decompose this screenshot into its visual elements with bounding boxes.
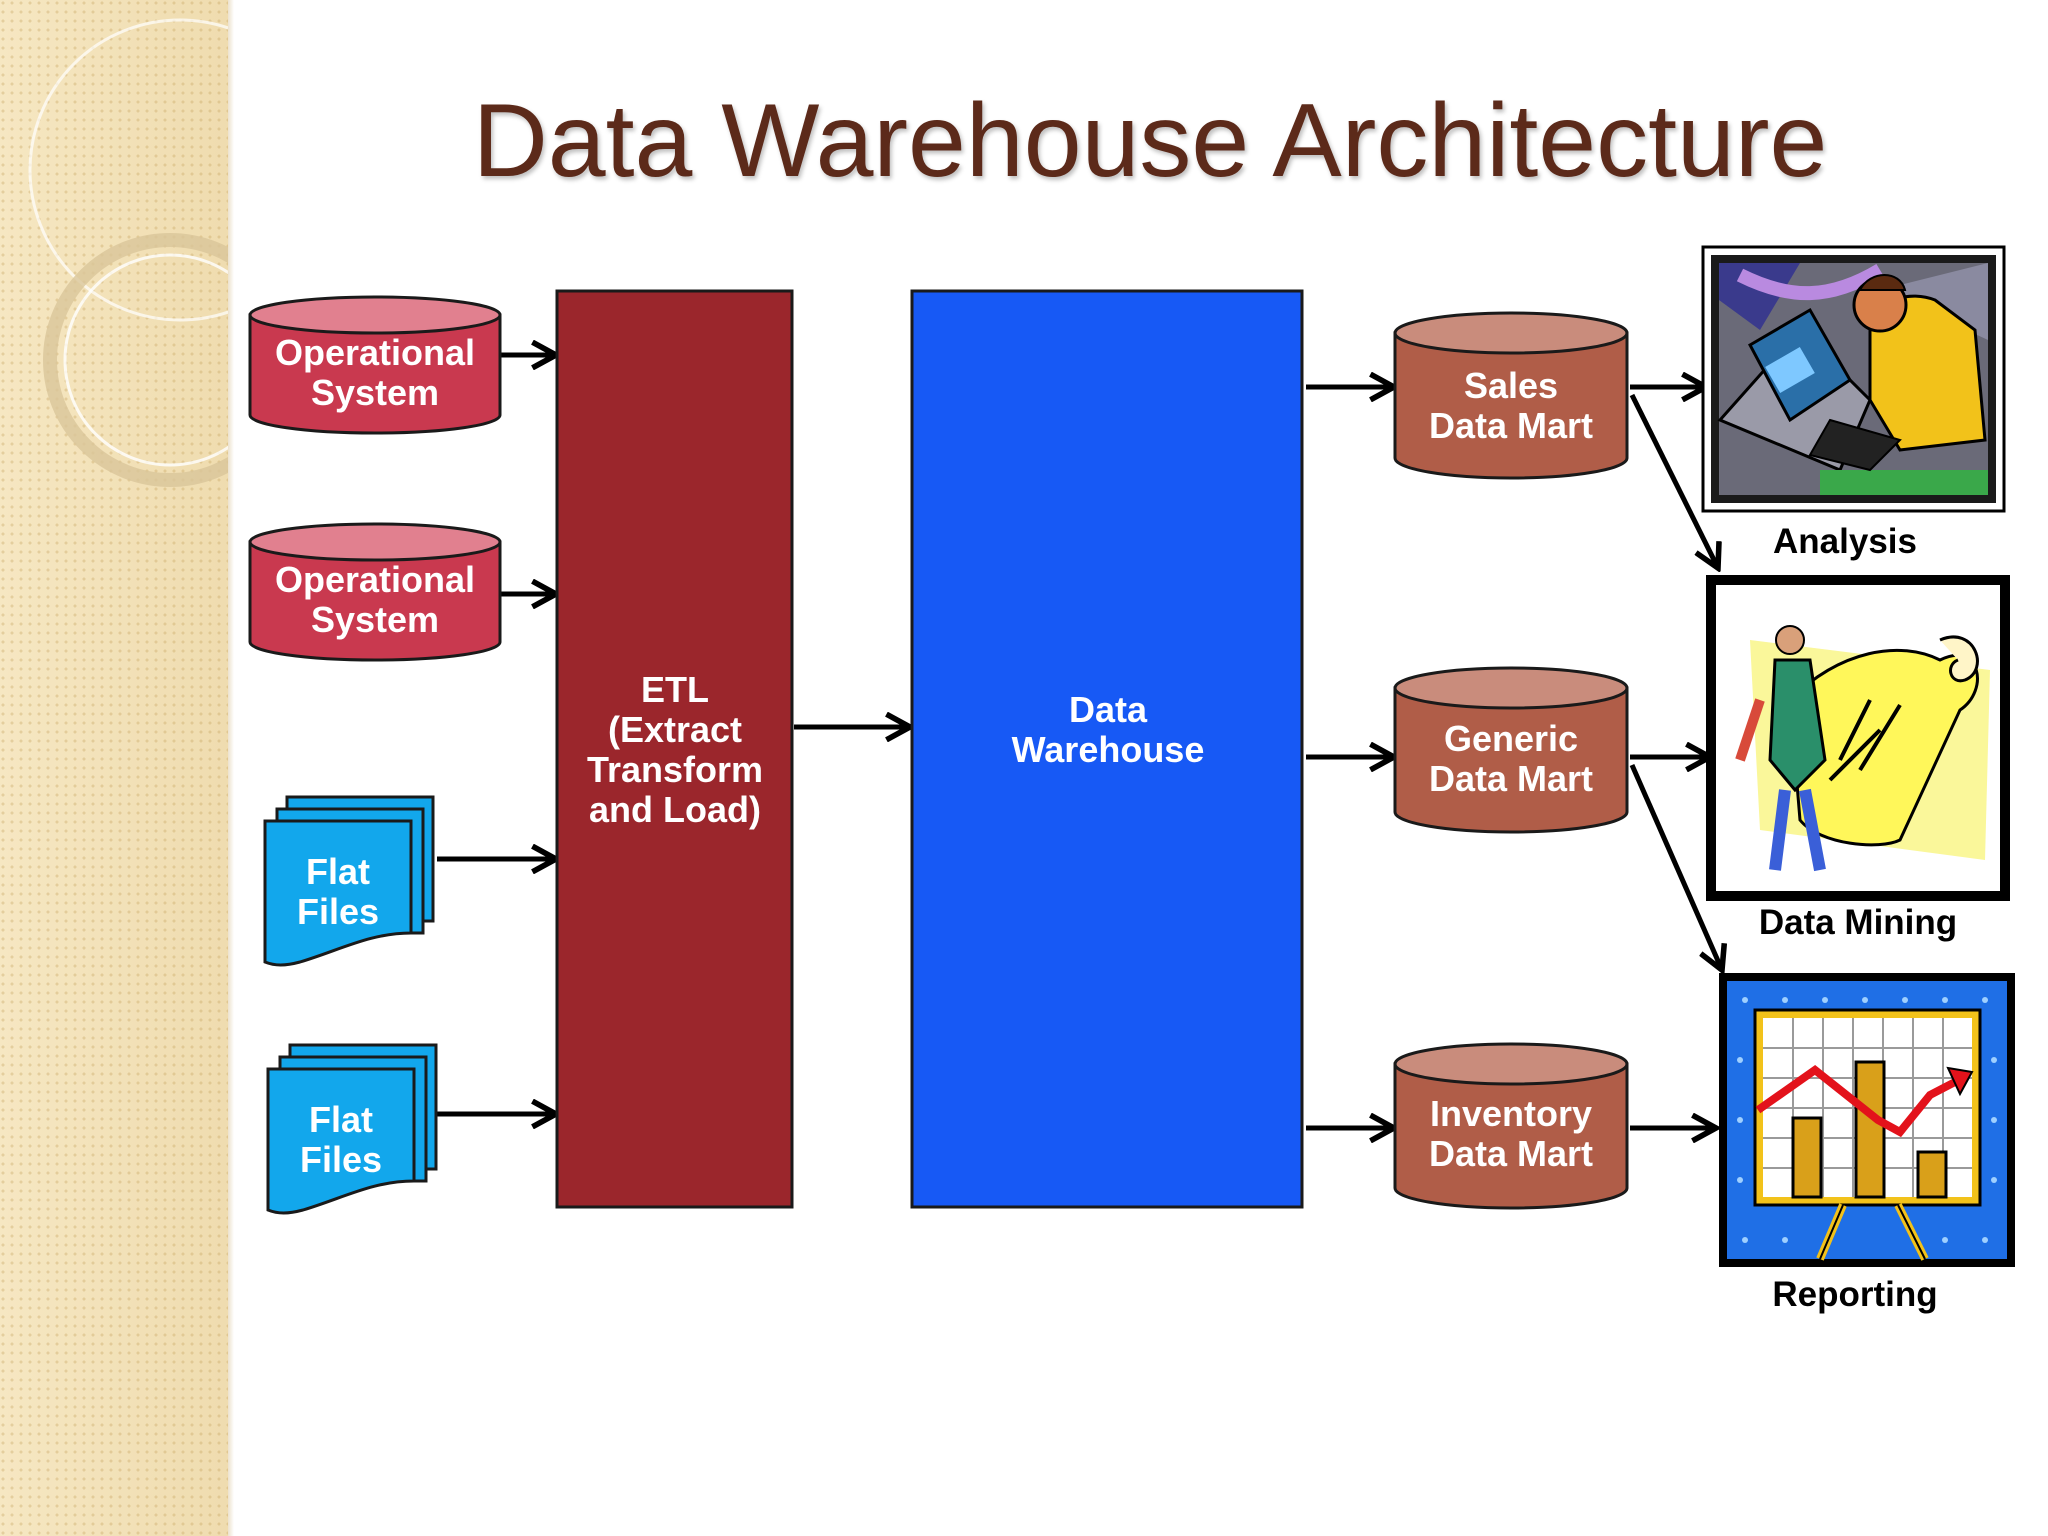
decorative-sidebar	[0, 0, 228, 1536]
operational-system-2-line1: Operational	[275, 559, 475, 600]
sales-data-mart-line1: Sales	[1464, 365, 1558, 406]
connectors	[437, 355, 1722, 1128]
flat-files-1-line2: Files	[297, 891, 379, 932]
page-title: Data Warehouse Architecture	[472, 83, 1828, 199]
etl-line4: and Load)	[589, 789, 761, 830]
generic-data-mart-line1: Generic	[1444, 718, 1578, 759]
inventory-data-mart-line1: Inventory	[1430, 1093, 1592, 1134]
operational-system-1: Operational System	[248, 295, 502, 435]
data-mining-illustration	[1706, 575, 2010, 901]
reporting-illustration	[1719, 973, 2015, 1267]
arrow-sales-mining	[1629, 393, 1718, 568]
generic-data-mart-line2: Data Mart	[1429, 758, 1593, 799]
data-warehouse-block: Data Warehouse	[910, 289, 1304, 1209]
flat-files-2-line2: Files	[300, 1139, 382, 1180]
flat-files-2: Flat Files	[266, 1043, 438, 1215]
operational-system-1-line1: Operational	[275, 332, 475, 373]
inventory-data-mart: Inventory Data Mart	[1393, 1042, 1629, 1210]
sales-data-mart-line2: Data Mart	[1429, 405, 1593, 446]
operational-system-2-line2: System	[311, 599, 439, 640]
sidebar-edge	[228, 0, 234, 1536]
etl-line2: (Extract	[608, 709, 742, 750]
etl-line1: ETL	[641, 669, 709, 710]
data-warehouse-line2: Warehouse	[1012, 729, 1205, 770]
sidebar-rings	[28, 18, 228, 487]
data-warehouse-line1: Data	[1069, 689, 1148, 730]
sales-data-mart: Sales Data Mart	[1393, 311, 1629, 480]
flat-files-2-line1: Flat	[309, 1099, 373, 1140]
operational-system-2: Operational System	[248, 522, 502, 662]
etl-block: ETL (Extract Transform and Load)	[555, 289, 794, 1209]
generic-data-mart: Generic Data Mart	[1393, 666, 1629, 834]
flat-files-1: Flat Files	[263, 795, 435, 967]
arrow-generic-reporting	[1629, 763, 1722, 970]
data-mining-caption: Data Mining	[1759, 903, 1957, 942]
analysis-illustration	[1701, 245, 2006, 513]
analysis-caption: Analysis	[1773, 522, 1917, 561]
inventory-data-mart-line2: Data Mart	[1429, 1133, 1593, 1174]
operational-system-1-line2: System	[311, 372, 439, 413]
reporting-caption: Reporting	[1772, 1275, 1937, 1314]
flat-files-1-line1: Flat	[306, 851, 370, 892]
etl-line3: Transform	[587, 749, 763, 790]
